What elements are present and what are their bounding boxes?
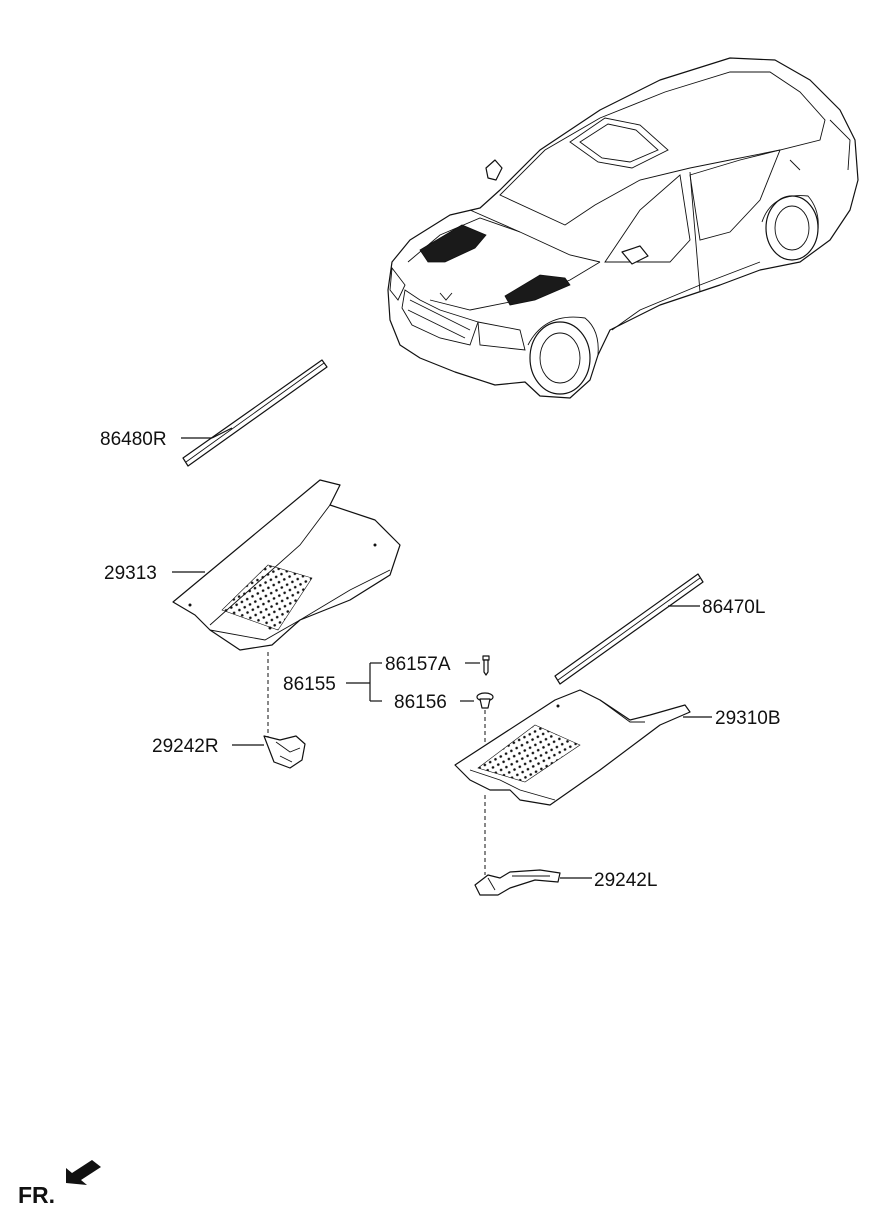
car-illustration <box>387 57 859 399</box>
label-86480R: 86480R <box>100 429 167 450</box>
label-29313: 29313 <box>104 563 157 584</box>
part-29310B-cowl-cover <box>454 689 712 875</box>
front-direction-label: FR. <box>18 1182 55 1208</box>
front-arrow-icon <box>66 1160 101 1185</box>
label-29242R: 29242R <box>152 736 219 757</box>
part-29313-cowl-cover <box>172 479 401 738</box>
part-29242L-bracket <box>474 869 592 896</box>
front-direction-indicator: FR. <box>18 1160 101 1208</box>
part-86470L-weatherstrip <box>554 573 704 685</box>
label-86155: 86155 <box>283 674 336 695</box>
label-86156: 86156 <box>394 692 447 713</box>
label-86157A: 86157A <box>385 654 451 675</box>
part-86480R-weatherstrip <box>181 359 328 467</box>
label-29242L: 29242L <box>594 870 657 891</box>
part-29242R-bracket <box>232 735 306 769</box>
label-86470L: 86470L <box>702 597 765 618</box>
part-86155-callout <box>346 662 382 702</box>
part-86157A-screw <box>465 655 490 676</box>
label-29310B: 29310B <box>715 708 781 729</box>
part-86156-clip <box>460 692 494 742</box>
